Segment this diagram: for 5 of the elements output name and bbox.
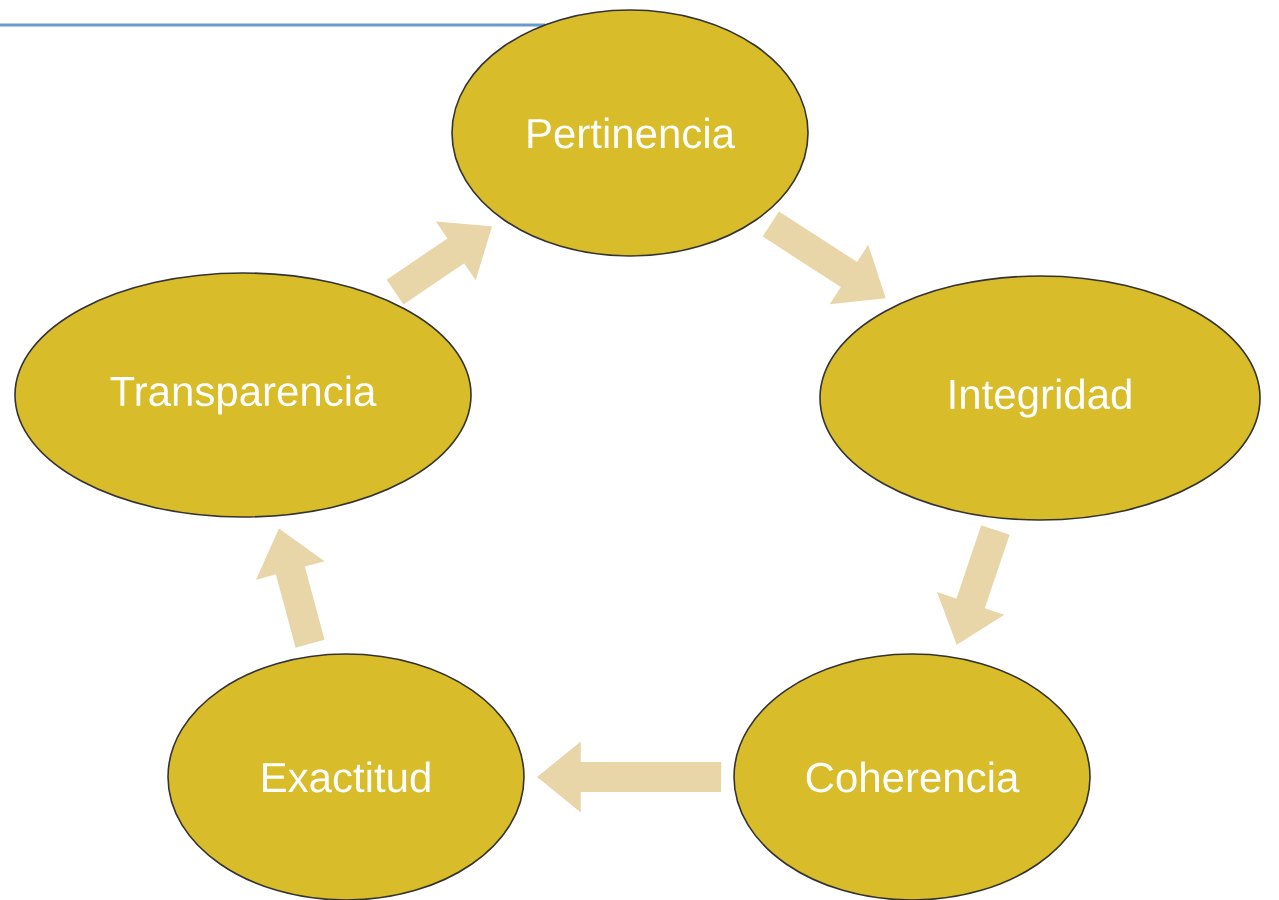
ellipse-node: Pertinencia <box>451 9 809 257</box>
ellipse-node: Coherencia <box>733 653 1091 900</box>
ellipse-node: Transparencia <box>14 272 472 518</box>
ellipse-node: Exactitud <box>167 653 525 900</box>
ellipse-node: Integridad <box>819 275 1261 521</box>
